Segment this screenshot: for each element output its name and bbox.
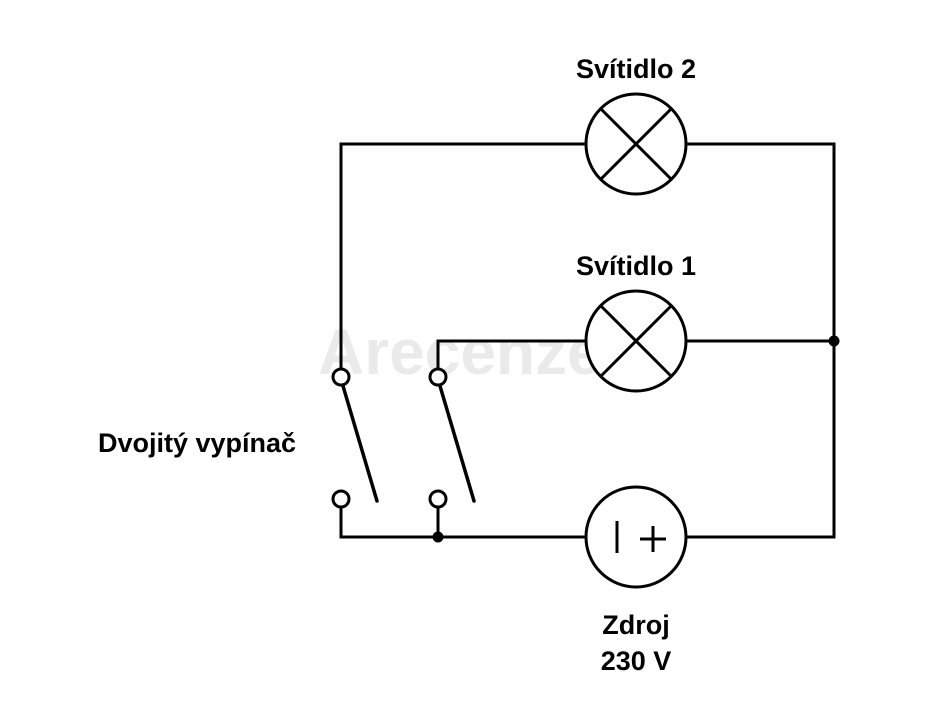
- label-lamp-2: Svítidlo 2: [576, 54, 696, 84]
- switch-lever-2: [438, 384, 476, 503]
- lamp-1-symbol: [584, 289, 688, 393]
- switch-1-lower-terminal: [331, 489, 351, 509]
- label-lamp-1: Svítidlo 1: [576, 251, 696, 281]
- wire-switch1-to-lamp2: [339, 142, 588, 379]
- lamp-2-symbol: [584, 92, 688, 196]
- label-source: Zdroj: [602, 610, 670, 640]
- switch-lever-1: [341, 384, 379, 503]
- junction-node-right: [828, 335, 840, 347]
- label-source-voltage: 230 V: [601, 646, 672, 676]
- label-double-switch: Dvojitý vypínač: [98, 428, 296, 458]
- watermark: Arecenze: [318, 316, 603, 388]
- switch-2-upper-terminal: [428, 367, 448, 387]
- wire-switch2-to-lamp1: [436, 339, 588, 379]
- switch-2-lower-terminal: [428, 489, 448, 509]
- double-switch-symbol: [331, 367, 476, 509]
- source-symbol: [584, 485, 688, 589]
- junction-node-bottom: [432, 531, 444, 543]
- wire-switches-to-source: [339, 497, 588, 539]
- switch-1-upper-terminal: [331, 367, 351, 387]
